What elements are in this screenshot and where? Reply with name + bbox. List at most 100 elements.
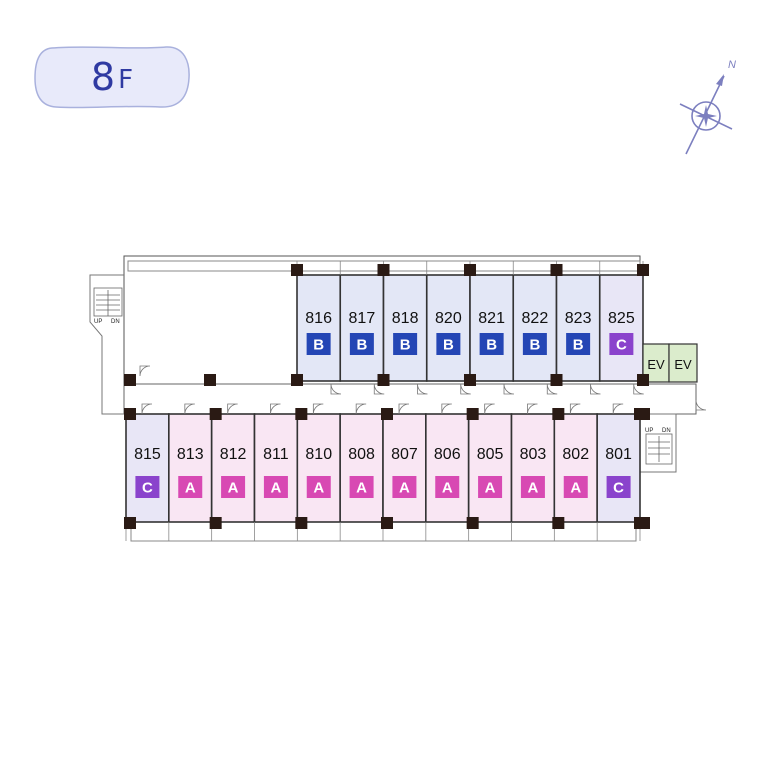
room-type-badge <box>135 476 160 498</box>
door-swing <box>227 403 238 415</box>
west-stair-icon <box>93 287 123 317</box>
south-room-808[interactable] <box>339 413 384 523</box>
room-type-badge <box>178 476 203 498</box>
south-room-801[interactable] <box>596 413 641 523</box>
door-swing <box>460 383 471 395</box>
room-type-letter: B <box>529 337 540 354</box>
north-room-820[interactable] <box>425 274 471 382</box>
south-room-811[interactable] <box>253 413 299 523</box>
door-swing <box>484 403 495 415</box>
room-type-letter: A <box>527 480 538 497</box>
column <box>291 374 303 386</box>
south-rooms: 815C813A812A811A810A808A807A806A805A803A… <box>125 413 641 541</box>
room-type-letter: B <box>356 337 367 354</box>
south-room-807[interactable] <box>382 413 427 523</box>
column <box>550 264 563 276</box>
door-swing <box>398 403 410 415</box>
compass-star <box>695 105 717 127</box>
north-room-817[interactable] <box>339 274 385 382</box>
north-room-822[interactable] <box>512 274 558 382</box>
column <box>124 517 136 529</box>
room-type-letter: A <box>356 480 367 497</box>
room-type-badge <box>306 333 331 355</box>
elevator-2-label: EV <box>674 357 692 372</box>
north-room-823[interactable] <box>555 274 601 382</box>
room-type-badge <box>606 476 631 498</box>
south-room-815[interactable] <box>125 413 170 523</box>
room-type-letter: B <box>443 337 454 354</box>
west-stair-outline <box>89 274 124 415</box>
room-number: 818 <box>392 310 419 327</box>
west-stair-up: UP <box>94 319 102 325</box>
room-number: 822 <box>522 310 549 327</box>
room-type-letter: A <box>228 480 239 497</box>
column <box>209 517 222 529</box>
north-room-818[interactable] <box>382 274 428 382</box>
east-stair-icon <box>645 433 673 465</box>
room-type-letter: B <box>486 337 497 354</box>
room-number: 817 <box>349 310 376 327</box>
column <box>634 517 646 529</box>
east-stair-outline <box>640 413 677 473</box>
room-type-badge <box>566 333 591 355</box>
column <box>124 408 136 420</box>
room-type-letter: A <box>313 480 324 497</box>
south-room-813[interactable] <box>168 413 213 523</box>
column <box>381 408 393 420</box>
room-type-badge <box>306 476 331 498</box>
floor-label: 8 F <box>34 44 190 110</box>
room-type-letter: A <box>185 480 196 497</box>
north-room-821[interactable] <box>469 274 515 382</box>
column <box>291 264 303 276</box>
floor-badge: 8 F <box>34 44 190 110</box>
elevator-1-label: EV <box>647 357 665 372</box>
room-number: 813 <box>177 446 204 463</box>
room-type-letter: A <box>485 480 496 497</box>
north-room-816[interactable] <box>296 274 342 382</box>
column <box>124 374 136 386</box>
column <box>552 408 565 420</box>
door-swing <box>590 383 601 395</box>
west-stair-dn: DN <box>111 319 120 325</box>
room-type-badge <box>349 476 374 498</box>
column <box>381 517 393 529</box>
room-type-letter: A <box>442 480 453 497</box>
column <box>377 264 390 276</box>
south-room-803[interactable] <box>510 413 556 523</box>
east-stair-dn: DN <box>662 428 671 434</box>
door-swing <box>330 383 342 395</box>
south-room-812[interactable] <box>210 413 256 523</box>
door-swing <box>612 403 624 415</box>
structural-columns <box>124 264 650 529</box>
room-type-badge <box>435 476 460 498</box>
south-room-806[interactable] <box>425 413 470 523</box>
elevator-2 <box>668 343 698 383</box>
door-swing <box>312 403 324 415</box>
room-number: 806 <box>434 446 461 463</box>
room-type-letter: C <box>613 480 624 497</box>
room-type-letter: C <box>142 480 153 497</box>
floor-suffix: F <box>118 65 134 95</box>
south-room-810[interactable] <box>296 413 341 523</box>
floor-badge-shape <box>34 46 190 109</box>
room-type-letter: A <box>399 480 410 497</box>
door-swing <box>417 383 428 395</box>
door-swing <box>184 403 195 415</box>
column <box>637 264 649 276</box>
room-number: 808 <box>348 446 375 463</box>
south-room-805[interactable] <box>467 413 513 523</box>
column <box>377 374 390 386</box>
north-room-825[interactable] <box>598 274 644 382</box>
room-number: 802 <box>562 446 589 463</box>
column <box>464 374 476 386</box>
column <box>464 264 476 276</box>
east-stair-up: UP <box>645 428 653 434</box>
room-type-letter: C <box>616 337 627 354</box>
south-room-802[interactable] <box>553 413 598 523</box>
door-swing <box>695 399 707 411</box>
column <box>552 517 565 529</box>
room-type-badge <box>520 476 545 498</box>
room-number: 811 <box>263 446 289 463</box>
room-type-badge <box>478 476 503 498</box>
door-swing <box>633 383 644 395</box>
